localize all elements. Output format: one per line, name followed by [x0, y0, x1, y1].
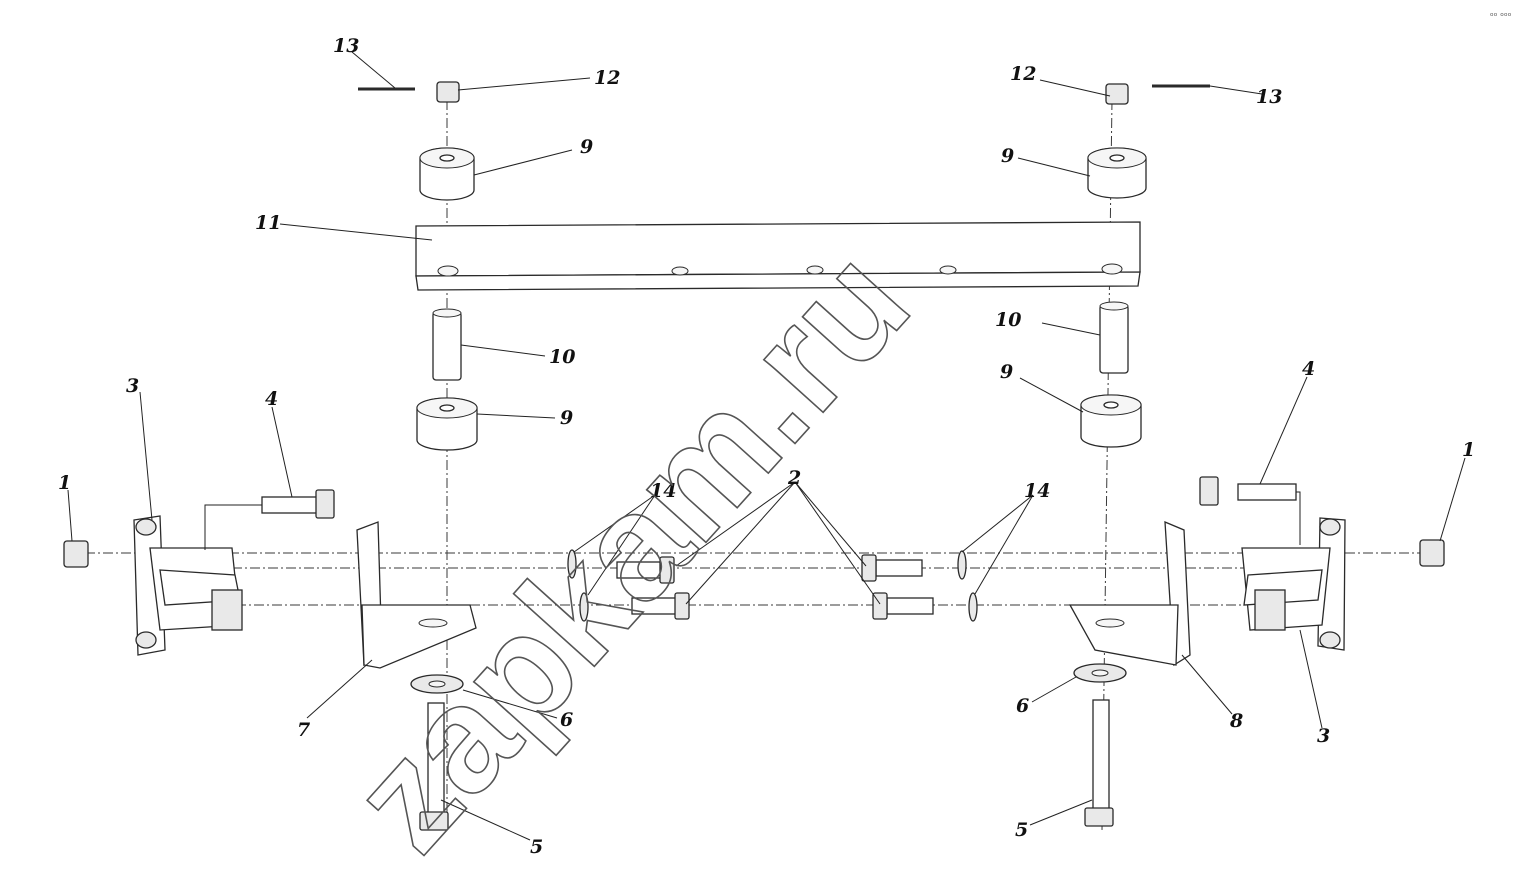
- callout-10-right: 10: [995, 309, 1021, 331]
- callout-labels: 13 12 9 11 10 9 3 4 1 14 2 7 6 5 12 13 9…: [58, 35, 1475, 858]
- callout-1-right: 1: [1462, 439, 1475, 461]
- callout-9-mid-left: 9: [560, 407, 573, 429]
- callout-12-top-left: 12: [594, 67, 620, 89]
- callout-14-left: 14: [650, 480, 676, 502]
- right-hardware: [861, 476, 1445, 651]
- callout-12-top-right: 12: [1010, 63, 1036, 85]
- callout-4-right: 4: [1302, 358, 1315, 380]
- callout-5-right: 5: [1015, 819, 1028, 841]
- callout-13-top-right: 13: [1256, 86, 1282, 108]
- callout-2: 2: [787, 467, 801, 489]
- right-stack: [1068, 83, 1210, 827]
- callout-8: 8: [1229, 710, 1243, 732]
- callout-3-left: 3: [126, 375, 139, 397]
- leader-lines: [67, 51, 1466, 841]
- callout-6-right: 6: [1016, 695, 1029, 717]
- callout-10-left: 10: [549, 346, 575, 368]
- callout-4-left: 4: [265, 388, 278, 410]
- callout-9-mid-right: 9: [1000, 361, 1013, 383]
- left-hardware: [63, 489, 690, 656]
- left-stack: [356, 81, 478, 831]
- callout-6-left: 6: [560, 709, 573, 731]
- callout-3-right: 3: [1317, 725, 1330, 747]
- cross-beam-part-11: [415, 221, 1141, 291]
- watermark-text: zapkam.ru: [319, 218, 940, 882]
- callout-5-left: 5: [530, 836, 543, 858]
- corner-mark: ₒₒ ₒₒₒ: [1490, 9, 1512, 19]
- callout-11: 11: [255, 212, 281, 234]
- callout-9-top-left: 9: [580, 136, 593, 158]
- callout-1-left: 1: [58, 472, 71, 494]
- callout-7: 7: [297, 719, 310, 741]
- callout-9-top-right: 9: [1001, 145, 1014, 167]
- callout-14-right: 14: [1024, 480, 1050, 502]
- callout-13-top-left: 13: [333, 35, 359, 57]
